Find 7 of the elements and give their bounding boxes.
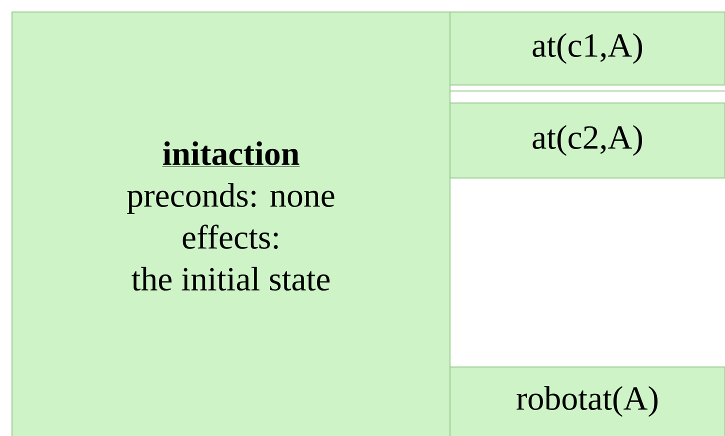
- node-label: robotat(A): [516, 386, 658, 417]
- node-label: at(c1,A): [532, 33, 642, 64]
- action-box: initaction preconds: none effects: the initial state: [12, 12, 450, 436]
- state-box: at(c1,A): [450, 12, 725, 86]
- node-label: at(c2,A): [532, 125, 642, 156]
- state-box: at(c2,A): [450, 102, 725, 178]
- state-box: robotat(A): [450, 366, 725, 436]
